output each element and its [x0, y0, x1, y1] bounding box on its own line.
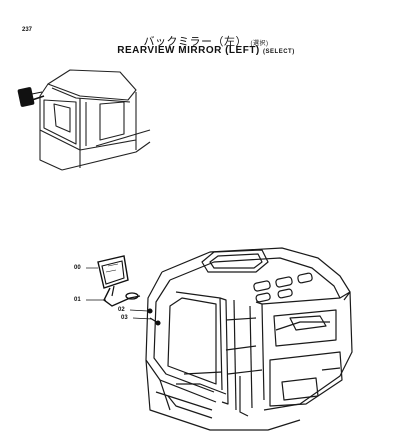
title-japanese-main: バックミラー（左） — [143, 36, 247, 48]
title-japanese-suffix: (選択) — [250, 41, 269, 47]
callout-leaders — [86, 267, 153, 320]
callout-02: 02 — [118, 307, 125, 313]
key-drawing-cab — [39, 69, 151, 171]
page-number: 237 — [22, 27, 33, 33]
key-drawing-mirror — [17, 87, 45, 107]
mirror-assembly — [97, 255, 161, 326]
main-drawing-cab — [145, 247, 353, 431]
callout-03: 03 — [121, 315, 128, 321]
title-japanese: バックミラー（左） (選択) — [0, 33, 412, 49]
callout-00: 00 — [74, 265, 81, 271]
title-english: REARVIEW MIRROR (LEFT) (SELECT) — [0, 45, 412, 56]
title-english-main: REARVIEW MIRROR (LEFT) — [117, 45, 260, 56]
title-english-suffix: (SELECT) — [263, 49, 295, 55]
callout-01: 01 — [74, 297, 81, 303]
